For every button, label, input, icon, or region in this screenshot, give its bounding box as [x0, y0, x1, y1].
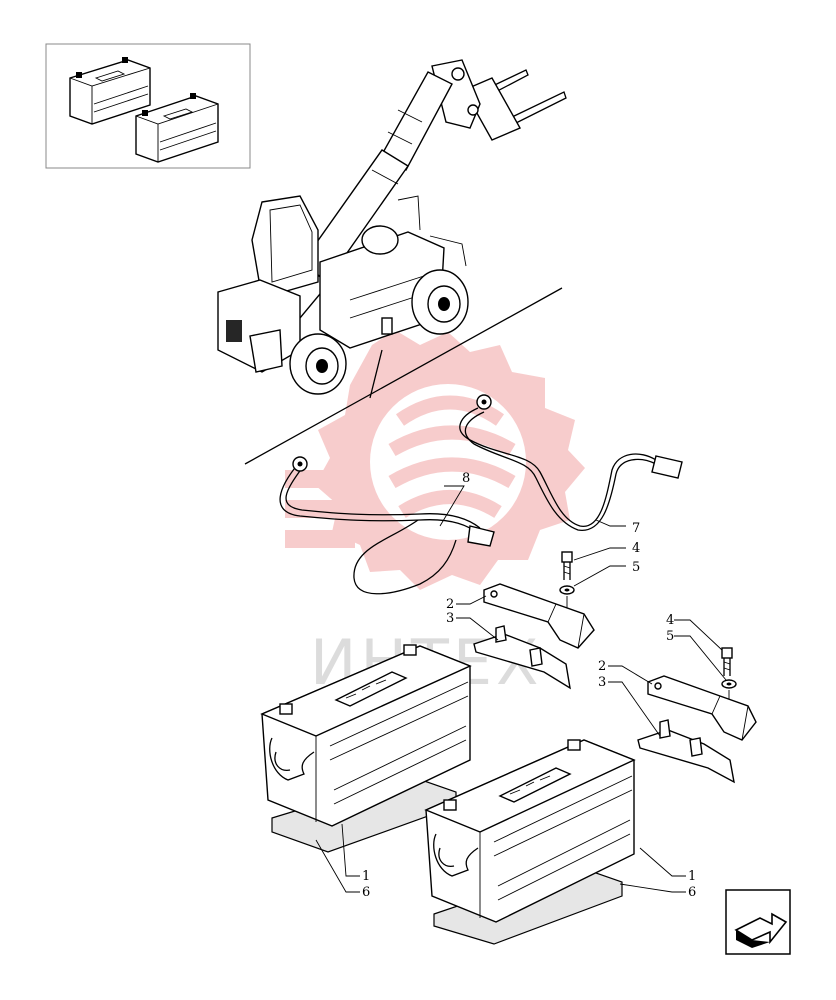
- callout-5-upper: 5: [632, 560, 640, 575]
- callout-1-right: 1: [688, 869, 696, 884]
- section-line: [244, 287, 563, 465]
- leader-lines: [315, 485, 727, 893]
- callout-3-lower: 3: [598, 675, 606, 690]
- callout-4-upper: 4: [632, 541, 640, 556]
- next-page-arrow-icon[interactable]: [725, 889, 791, 955]
- hold-down-plate-lower: [637, 719, 735, 784]
- battery-right: [424, 739, 636, 945]
- callout-1-left: 1: [362, 869, 370, 884]
- hold-down-bracket-upper: [483, 583, 595, 649]
- battery-pair-thumbnail: [45, 43, 251, 169]
- callout-4-lower: 4: [666, 613, 674, 628]
- hold-down-plate-upper: [473, 625, 571, 690]
- battery-cable-7: [459, 394, 683, 531]
- callout-2-lower: 2: [598, 659, 606, 674]
- gear-logo-watermark: [285, 330, 585, 590]
- bolt-washer-lower: [721, 647, 737, 700]
- callout-6-left: 6: [362, 885, 370, 900]
- callout-labels: 8 7 4 5 2 3 4 5 2 3 1 6 1 6: [362, 471, 696, 900]
- callout-5-lower: 5: [666, 629, 674, 644]
- callout-7: 7: [632, 521, 640, 536]
- bolt-washer-upper: [559, 551, 575, 610]
- battery-left: [260, 644, 472, 853]
- battery-cable-8: [279, 456, 495, 595]
- callout-8: 8: [462, 471, 470, 486]
- callout-2-upper: 2: [446, 597, 454, 612]
- telehandler-illustration: [217, 59, 567, 395]
- callout-3-upper: 3: [446, 611, 454, 626]
- callout-6-right: 6: [688, 885, 696, 900]
- hold-down-bracket-lower: [647, 675, 757, 741]
